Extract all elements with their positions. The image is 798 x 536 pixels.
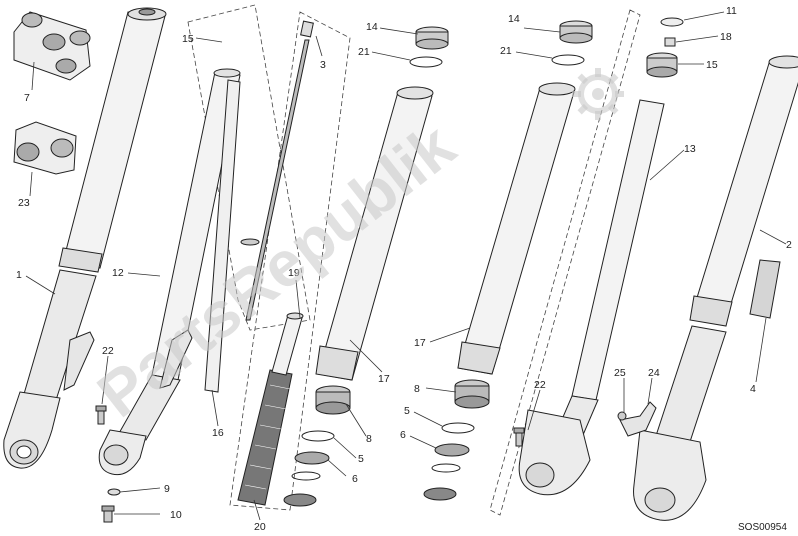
callout-14-right: 14 (508, 13, 520, 25)
o-ring-21-right[interactable] (551, 54, 585, 66)
callout-8-left: 8 (366, 433, 372, 445)
callout-7: 7 (24, 92, 30, 104)
callout-16: 16 (212, 427, 224, 439)
preload-parts-11-18-15[interactable] (646, 17, 684, 78)
callout-9: 9 (164, 483, 170, 495)
callout-24: 24 (648, 367, 660, 379)
bracket-24-25[interactable] (617, 401, 657, 437)
callout-14-left: 14 (366, 21, 378, 33)
fork-leg-1[interactable] (3, 7, 167, 469)
bolt-22-left[interactable] (95, 405, 107, 425)
washer-9[interactable] (107, 488, 121, 496)
callout-labels: 7 23 1 15 3 12 19 22 16 9 10 20 14 21 17… (16, 5, 792, 533)
callout-15-right: 15 (706, 59, 718, 71)
callout-22-left: 22 (102, 345, 114, 357)
damper-rod-3[interactable] (240, 20, 314, 321)
callout-21-right: 21 (500, 45, 512, 57)
reflector-4[interactable] (749, 259, 781, 319)
callout-17-right: 17 (414, 337, 426, 349)
callout-19: 19 (288, 267, 300, 279)
inner-tube-13[interactable] (518, 99, 665, 496)
outer-tube-17-right[interactable] (457, 82, 576, 375)
dust-seal-right[interactable] (423, 487, 457, 501)
seal-6-right[interactable] (434, 443, 470, 457)
callout-15-left: 15 (182, 33, 194, 45)
bolt-22-right[interactable] (513, 427, 525, 447)
bushing-8-left[interactable] (315, 385, 351, 415)
callout-18: 18 (720, 31, 732, 43)
callout-2: 2 (786, 239, 792, 251)
assembly-boundary-right (489, 9, 641, 516)
washer-5-left[interactable] (301, 430, 335, 442)
callout-10: 10 (170, 509, 182, 521)
gear-icon (572, 68, 624, 120)
cap-14-left[interactable] (415, 26, 449, 50)
bolt-10[interactable] (101, 505, 115, 523)
callout-21-left: 21 (358, 46, 370, 58)
callout-13: 13 (684, 143, 696, 155)
callout-23: 23 (18, 197, 30, 209)
cartridge-16[interactable] (204, 79, 241, 393)
callout-6-left: 6 (352, 473, 358, 485)
callout-8-right: 8 (414, 383, 420, 395)
spacer-19[interactable] (271, 312, 304, 376)
callout-6-right: 6 (400, 429, 406, 441)
inner-tube-12[interactable] (98, 68, 241, 476)
fork-leg-2[interactable] (633, 55, 798, 521)
callout-22-right: 22 (534, 379, 546, 391)
clip-right[interactable] (431, 463, 461, 473)
assembly-boundary-center (229, 11, 351, 511)
cap-14-right[interactable] (559, 20, 593, 44)
callout-12: 12 (112, 267, 124, 279)
outer-tube-17-left[interactable] (315, 86, 434, 381)
diagram-code: SOS00954 (738, 522, 787, 533)
leader-lines (25, 11, 787, 521)
bushing-8-right[interactable] (454, 379, 490, 409)
callout-1: 1 (16, 269, 22, 281)
callout-5-right: 5 (404, 405, 410, 417)
dust-seal-left[interactable] (283, 493, 317, 507)
callout-20: 20 (254, 521, 266, 533)
clamp-23[interactable] (13, 121, 77, 175)
callout-17-left: 17 (378, 373, 390, 385)
clamp-7[interactable] (13, 11, 91, 81)
callout-11: 11 (726, 5, 737, 17)
washer-5-right[interactable] (441, 422, 475, 434)
callout-4: 4 (750, 383, 756, 395)
o-ring-21-left[interactable] (409, 56, 443, 68)
callout-5-left: 5 (358, 453, 364, 465)
seal-6-left[interactable] (294, 451, 330, 465)
callout-3: 3 (320, 59, 326, 71)
clip-left[interactable] (291, 471, 321, 481)
callout-25: 25 (614, 367, 626, 379)
assembly-boundary-left (187, 4, 311, 331)
